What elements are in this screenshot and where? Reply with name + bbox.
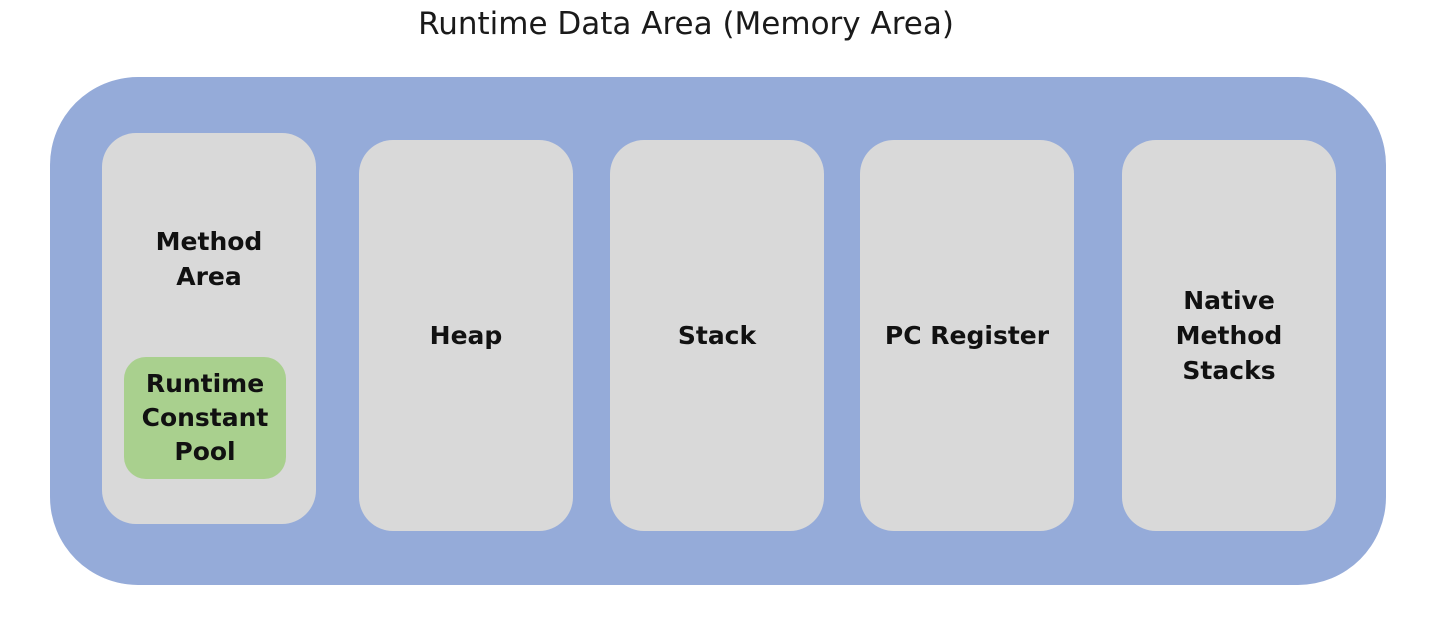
method-area-label: Method Area <box>155 227 263 291</box>
runtime-constant-pool-label: Runtime Constant Pool <box>141 369 269 466</box>
pc-register-label: PC Register <box>884 321 1050 350</box>
stack-block: Stack <box>610 140 824 531</box>
native-method-stacks-label: Native Method Stacks <box>1175 286 1283 385</box>
pc-register-block: PC Register <box>860 140 1074 531</box>
stack-label: Stack <box>677 321 757 350</box>
heap-label: Heap <box>429 321 503 350</box>
runtime-data-area-container: Method Area Runtime Constant Pool Heap S… <box>50 77 1386 585</box>
runtime-constant-pool-block: Runtime Constant Pool <box>124 357 286 479</box>
native-method-stacks-block: Native Method Stacks <box>1122 140 1336 531</box>
heap-block: Heap <box>359 140 573 531</box>
method-area-block: Method Area Runtime Constant Pool <box>102 133 316 524</box>
diagram-title: Runtime Data Area (Memory Area) <box>418 6 954 42</box>
